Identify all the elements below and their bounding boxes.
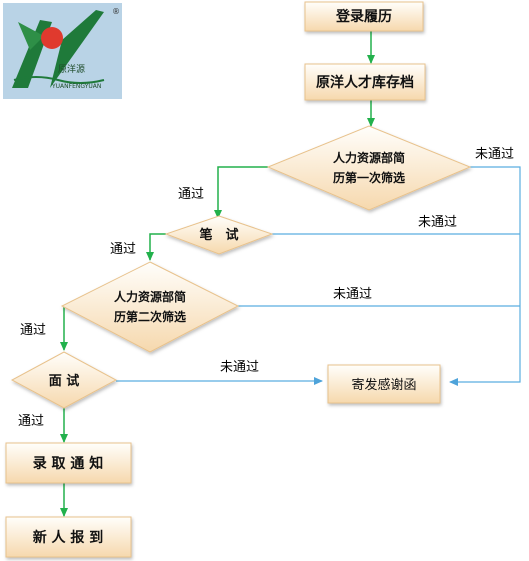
edge-label-fail: 未通过 xyxy=(475,147,514,162)
node-labels: 登录履历 原洋人才库存档 人力资源部简 历第一次筛选 笔 试 人力资源部简 历第… xyxy=(33,8,417,546)
label-talent-pool: 原洋人才库存档 xyxy=(316,74,414,91)
label-second-screen-1: 人力资源部简 xyxy=(114,289,186,304)
logo-brand-pinyin: YUANFENGYUAN xyxy=(51,83,101,90)
edge-label-pass: 通过 xyxy=(178,187,204,202)
logo-brand-text: 原洋源 xyxy=(58,63,85,75)
edge-label-fail: 未通过 xyxy=(418,215,457,230)
edge-label-pass: 通过 xyxy=(20,323,46,338)
node-talent-pool xyxy=(304,63,426,101)
node-written-test xyxy=(164,215,274,255)
label-second-screen-2: 历第二次筛选 xyxy=(114,309,186,324)
edge-label-pass: 通过 xyxy=(18,414,44,429)
label-first-screen-1: 人力资源部简 xyxy=(333,150,405,165)
edge-label-fail: 未通过 xyxy=(333,287,372,302)
label-onboard: 新 人 报 到 xyxy=(33,529,104,546)
label-login-resume: 登录履历 xyxy=(335,8,392,25)
node-offer xyxy=(5,442,132,484)
label-offer: 录 取 通 知 xyxy=(33,455,104,472)
node-second-screen xyxy=(60,261,240,353)
company-logo: ® 原洋源 YUANFENGYUAN xyxy=(3,3,122,99)
reject-line-screen1 xyxy=(449,166,521,386)
node-interview xyxy=(10,351,118,409)
registered-mark: ® xyxy=(112,7,120,16)
label-first-screen-2: 历第一次筛选 xyxy=(333,170,405,185)
node-first-screen xyxy=(266,125,472,211)
flow-connectors xyxy=(60,31,375,517)
arrow-screen1-to-written xyxy=(214,166,268,219)
edge-label-fail: 未通过 xyxy=(220,360,259,375)
label-interview: 面 试 xyxy=(49,373,80,389)
edge-label-pass: 通过 xyxy=(110,242,136,257)
edge-labels: 通过 通过 通过 通过 未通过 未通过 未通过 未通过 xyxy=(18,147,514,429)
node-rejection-letter xyxy=(327,364,441,404)
node-onboard xyxy=(5,516,132,558)
node-shapes xyxy=(5,1,472,558)
reject-connectors xyxy=(116,166,521,386)
label-written-test: 笔 试 xyxy=(199,227,238,243)
label-rejection-letter: 寄发感谢函 xyxy=(351,377,416,393)
node-login-resume xyxy=(304,1,424,32)
arrow-written-to-screen2 xyxy=(146,233,166,261)
